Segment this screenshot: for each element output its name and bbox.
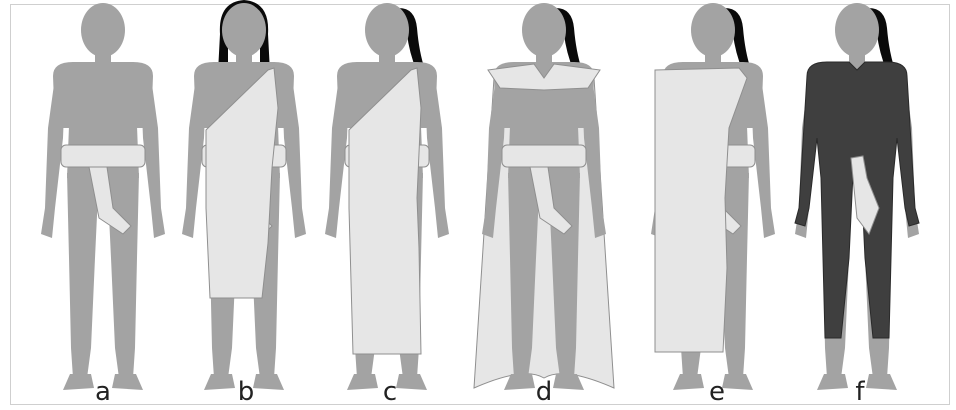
figure-e [651,3,775,390]
figure-c [325,3,449,390]
label-a: a [95,377,111,407]
label-d: d [536,377,553,407]
label-b: b [238,377,255,407]
figure-f [795,3,919,390]
label-f: f [855,377,865,407]
figure-a [41,3,165,390]
label-e: e [709,377,725,407]
figure-d [474,3,614,390]
label-c: c [383,377,397,407]
figure-b [182,0,306,390]
